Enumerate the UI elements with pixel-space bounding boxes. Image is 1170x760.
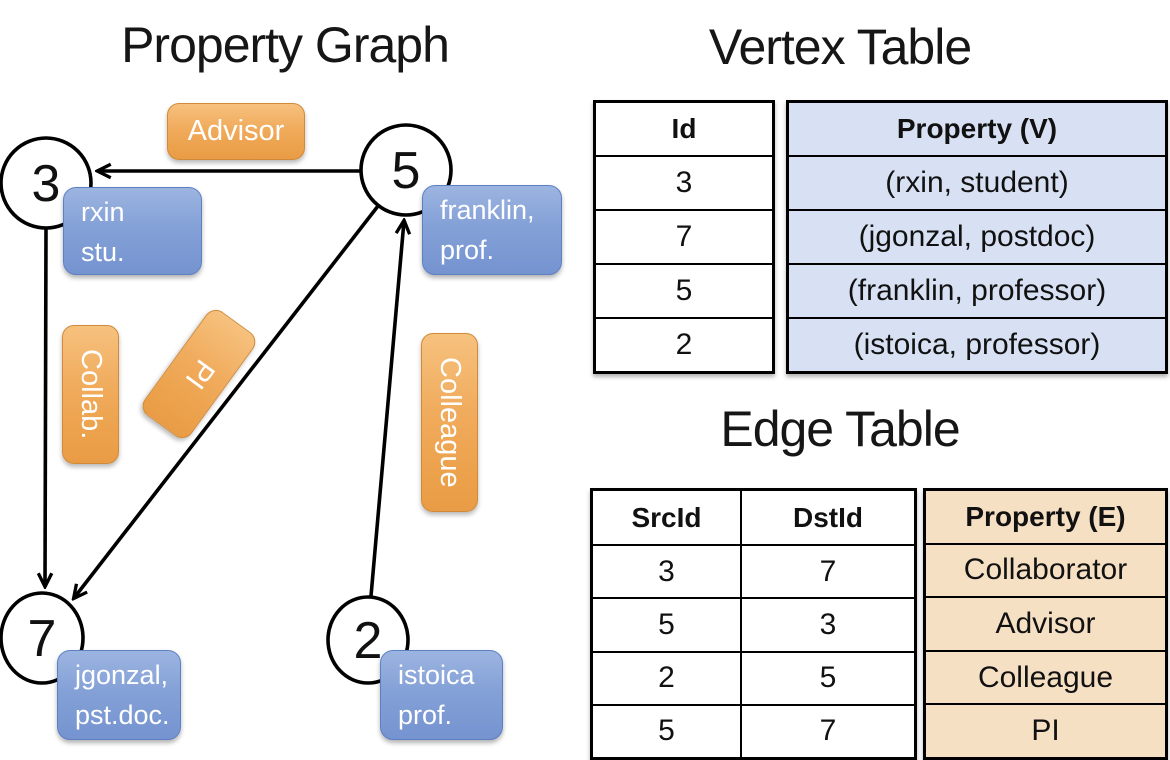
edge-3-to-7-arrow <box>45 227 46 586</box>
edge-table-property-cell: Colleague <box>926 649 1165 704</box>
edge-table-property-cell: Advisor <box>926 596 1165 650</box>
graph-node-2-id: 2 <box>354 612 383 670</box>
graph-node-3-id: 3 <box>32 155 61 213</box>
edge-table-property-column: Property (E) Collaborator Advisor Collea… <box>923 488 1168 760</box>
vertex-prop-2-line1: istoica <box>398 660 475 690</box>
vertex-table-property-cell: (jgonzal, postdoc) <box>789 209 1165 263</box>
vertex-table-property-column: Property (V) (rxin, student) (jgonzal, p… <box>786 100 1168 374</box>
edge-table-dstid-cell: 7 <box>742 703 914 757</box>
vertex-prop-box-2: istoica prof. <box>380 650 503 740</box>
edge-table-id-columns: SrcId DstId 3 7 5 3 2 5 5 7 <box>590 488 917 760</box>
edge-5-to-7-arrow <box>74 204 380 598</box>
vertex-prop-box-5: franklin, prof. <box>422 185 562 275</box>
edge-table-dstid-cell: 5 <box>742 650 914 704</box>
edge-label-colleague: Colleague <box>421 333 478 512</box>
edge-table-header-dstid: DstId <box>793 501 863 533</box>
vertex-prop-5-line2: prof. <box>440 235 495 265</box>
edge-label-advisor: Advisor <box>167 103 305 160</box>
edge-table-property-cell: PI <box>926 703 1165 757</box>
vertex-prop-7-line2: pst.doc. <box>75 700 170 730</box>
vertex-table-property-cell: (istoica, professor) <box>789 317 1165 371</box>
vertex-table-id-cell: 3 <box>596 155 772 209</box>
vertex-table-id-cell: 2 <box>596 317 772 371</box>
edge-table-title: Edge Table <box>720 401 960 457</box>
edge-table-header-property: Property (E) <box>926 491 1165 543</box>
edge-table-header-srcid: SrcId <box>593 491 742 545</box>
graph-node-5-id: 5 <box>392 142 421 200</box>
vertex-prop-3-line1: rxin <box>81 197 125 227</box>
property-graph-title: Property Graph <box>121 17 450 73</box>
vertex-table-header-id: Id <box>671 113 697 144</box>
vertex-table-header-property: Property (V) <box>789 103 1165 155</box>
vertex-table-property-cell: (rxin, student) <box>789 155 1165 209</box>
edge-table-srcid-cell: 3 <box>593 544 742 598</box>
vertex-prop-3-line2: stu. <box>81 237 125 267</box>
edge-2-to-5-arrow <box>369 221 404 597</box>
vertex-table-title: Vertex Table <box>708 19 972 75</box>
vertex-table-id-column: Id 3 7 5 2 <box>593 100 775 374</box>
vertex-prop-7-line1: jgonzal, <box>75 660 169 690</box>
vertex-table-id-cell: 5 <box>596 263 772 317</box>
edge-table-dstid-cell: 3 <box>742 597 914 650</box>
edge-table-property-cell: Collaborator <box>926 542 1165 597</box>
vertex-prop-2-line2: prof. <box>398 700 453 730</box>
edge-table-srcid-cell: 5 <box>593 597 742 651</box>
vertex-table-property-cell: (franklin, professor) <box>789 263 1165 317</box>
edge-label-collab: Collab. <box>62 325 119 464</box>
edge-table-srcid-cell: 2 <box>593 650 742 704</box>
vertex-prop-5-line1: franklin, <box>440 195 535 225</box>
graph-node-7-id: 7 <box>28 610 57 668</box>
vertex-prop-box-7: jgonzal, pst.doc. <box>57 650 181 740</box>
vertex-prop-box-3: rxin stu. <box>63 187 202 275</box>
vertex-table-id-cell: 7 <box>596 209 772 263</box>
edge-table-srcid-cell: 5 <box>593 703 742 757</box>
edge-table-dstid-cell: 7 <box>742 544 914 597</box>
